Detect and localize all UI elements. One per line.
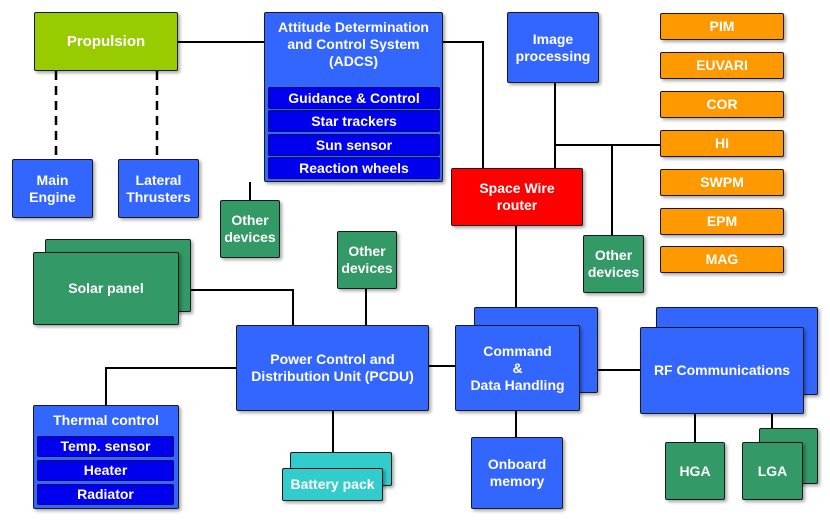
instrument-hi: HI <box>660 130 784 157</box>
thermal-item-radiator: Radiator <box>37 484 174 505</box>
adcs-item-label: Guidance & Control <box>288 89 420 106</box>
lga-box: LGA <box>742 442 803 500</box>
cdh-box: Command & Data Handling <box>455 325 580 411</box>
image-processing-box: Image processing <box>507 12 599 83</box>
pcdu-box: Power Control and Distribution Unit (PCD… <box>236 325 429 411</box>
battery-box: Battery pack <box>282 468 383 501</box>
other-devices-router-box: Other devices <box>583 235 644 293</box>
lateral-thrusters-box: Lateral Thrusters <box>118 159 199 218</box>
adcs-title: Attitude Determination and Control Syste… <box>278 19 429 69</box>
rf-box: RF Communications <box>640 327 804 414</box>
instrument-label: COR <box>706 96 738 112</box>
thermal-item-label: Temp. sensor <box>60 438 151 454</box>
instrument-pim: PIM <box>660 13 784 40</box>
adcs-item-label: Sun sensor <box>315 136 393 153</box>
instrument-label: HI <box>715 135 729 151</box>
onboard-memory-label: Onboard memory <box>487 456 547 489</box>
solar-panel-label: Solar panel <box>68 280 144 296</box>
thermal-item-label: Heater <box>83 462 128 478</box>
propulsion-label: Propulsion <box>66 33 146 50</box>
other-devices-label: Other devices <box>224 212 276 245</box>
instrument-label: PIM <box>709 18 735 34</box>
thermal-item-temp-sensor: Temp. sensor <box>37 436 174 457</box>
hga-label: HGA <box>679 462 711 479</box>
thermal-item-heater: Heater <box>37 460 174 481</box>
other-devices-label: Other devices <box>341 243 393 276</box>
instrument-swpm: SWPM <box>660 169 784 196</box>
propulsion-box: Propulsion <box>34 12 178 71</box>
pcdu-label: Power Control and Distribution Unit (PCD… <box>251 351 414 384</box>
onboard-memory-box: Onboard memory <box>471 437 563 509</box>
cdh-label: Command & Data Handling <box>470 342 565 393</box>
rf-label: RF Communications <box>653 362 791 378</box>
main-engine-box: Main Engine <box>12 159 93 218</box>
adcs-item-label: Star trackers <box>311 112 397 129</box>
solar-panel-box: Solar panel <box>33 252 179 325</box>
space-wire-router-box: Space Wire router <box>451 168 583 226</box>
space-wire-router-label: Space Wire router <box>479 180 555 213</box>
adcs-item-reaction-wheels: Reaction wheels <box>268 157 440 179</box>
lga-label: LGA <box>757 462 788 479</box>
adcs-item-star-trackers: Star trackers <box>268 110 440 132</box>
adcs-item-label: Reaction wheels <box>299 159 409 176</box>
other-devices-label: Other devices <box>587 247 640 280</box>
instrument-cor: COR <box>660 91 784 118</box>
instrument-label: EPM <box>706 213 738 229</box>
hga-box: HGA <box>665 442 725 500</box>
image-processing-label: Image processing <box>515 30 591 64</box>
main-engine-label: Main Engine <box>29 171 76 205</box>
instrument-epm: EPM <box>660 208 784 235</box>
adcs-item-guidance: Guidance & Control <box>268 87 440 109</box>
battery-label: Battery pack <box>290 476 375 492</box>
thermal-title: Thermal control <box>53 412 159 428</box>
instrument-label: SWPM <box>700 174 744 190</box>
instrument-label: MAG <box>705 251 739 267</box>
adcs-item-sun-sensor: Sun sensor <box>268 134 440 156</box>
other-devices-adcs-box: Other devices <box>220 200 280 258</box>
instrument-label: EUVARI <box>696 57 748 73</box>
other-devices-pcdu-box: Other devices <box>337 231 397 289</box>
instrument-euvari: EUVARI <box>660 52 784 79</box>
instrument-mag: MAG <box>660 246 784 273</box>
lateral-thrusters-label: Lateral Thrusters <box>126 171 191 205</box>
thermal-item-label: Radiator <box>77 486 134 502</box>
